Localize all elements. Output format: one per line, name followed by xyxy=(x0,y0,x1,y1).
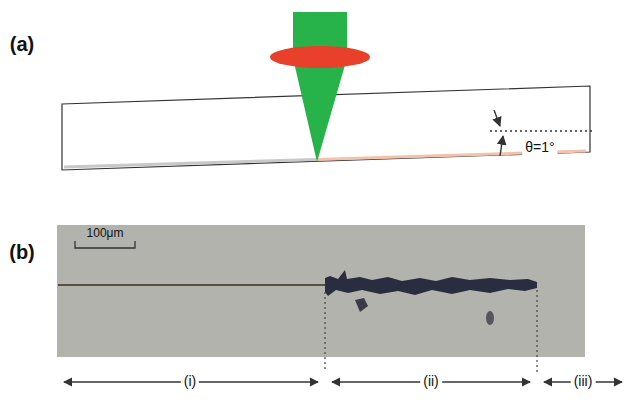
region-label: (ii) xyxy=(420,374,442,389)
region-label: (iii) xyxy=(571,374,596,389)
damage-track xyxy=(325,270,537,296)
angle-label: θ=1° xyxy=(522,140,557,155)
focused-beam xyxy=(293,58,347,162)
region-boundary xyxy=(536,290,537,372)
angle-arrow xyxy=(500,136,503,156)
region-boundary xyxy=(324,292,325,372)
written-track xyxy=(64,160,316,168)
debris-speck xyxy=(486,311,494,325)
scale-bar xyxy=(75,241,135,248)
horizontal-reference xyxy=(490,130,592,131)
panel-label: (a) xyxy=(7,33,37,55)
written-line xyxy=(58,284,326,286)
debris-speck xyxy=(355,298,368,312)
angle-arrow xyxy=(494,110,500,126)
micrograph xyxy=(57,225,585,357)
scale-label: 100μm xyxy=(84,227,127,240)
region-label: (i) xyxy=(181,374,199,389)
focusing-lens xyxy=(270,46,370,68)
panel-label: (b) xyxy=(6,241,38,263)
